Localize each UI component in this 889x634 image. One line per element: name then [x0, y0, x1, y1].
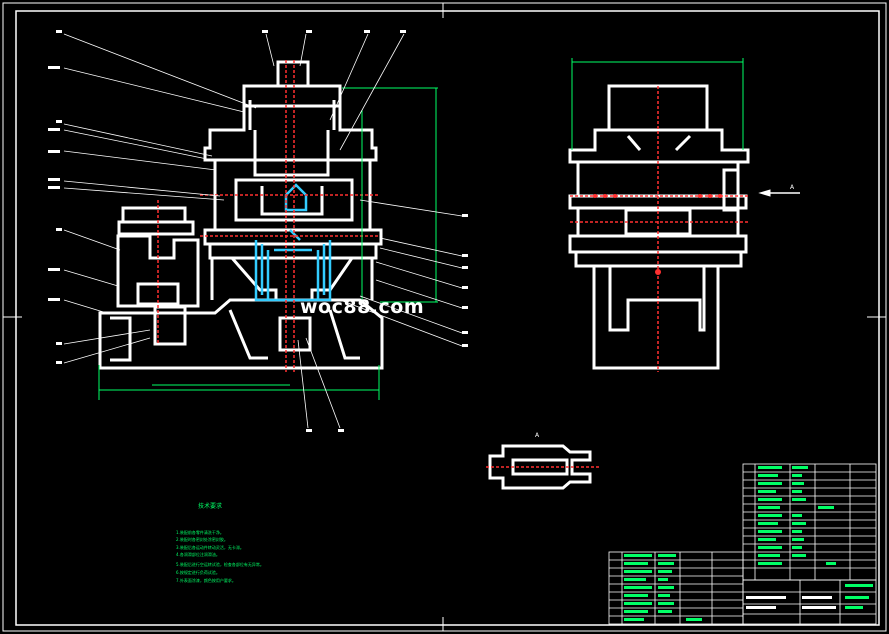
view-label-a: A [790, 184, 795, 191]
side-view [568, 58, 800, 372]
section-label: A [535, 432, 540, 439]
title-block-entries [624, 466, 873, 621]
technical-note-line: 3.装配后各运动件转动灵活，无卡滞。 [176, 545, 244, 550]
technical-note-line: 4.各润滑部位注润滑油。 [176, 552, 220, 557]
technical-note-line: 5.装配后进行空运转试验，检查各部位有无异常。 [176, 562, 264, 567]
technical-note-line: 2.装配时各密封处涂密封胶。 [176, 537, 228, 542]
front-section-view [48, 30, 790, 432]
technical-note-line: 7.外表面涂漆，颜色按用户要求。 [176, 578, 236, 583]
watermark-text: woc88.com [300, 296, 425, 318]
title-block [608, 463, 877, 625]
technical-note-line: 1.装配前各零件清洗干净。 [176, 530, 224, 535]
technical-notes-title: 技术要求 [198, 503, 223, 510]
detail-view-a [486, 444, 600, 490]
technical-note-line: 6.按规定进行负荷试验。 [176, 570, 220, 575]
